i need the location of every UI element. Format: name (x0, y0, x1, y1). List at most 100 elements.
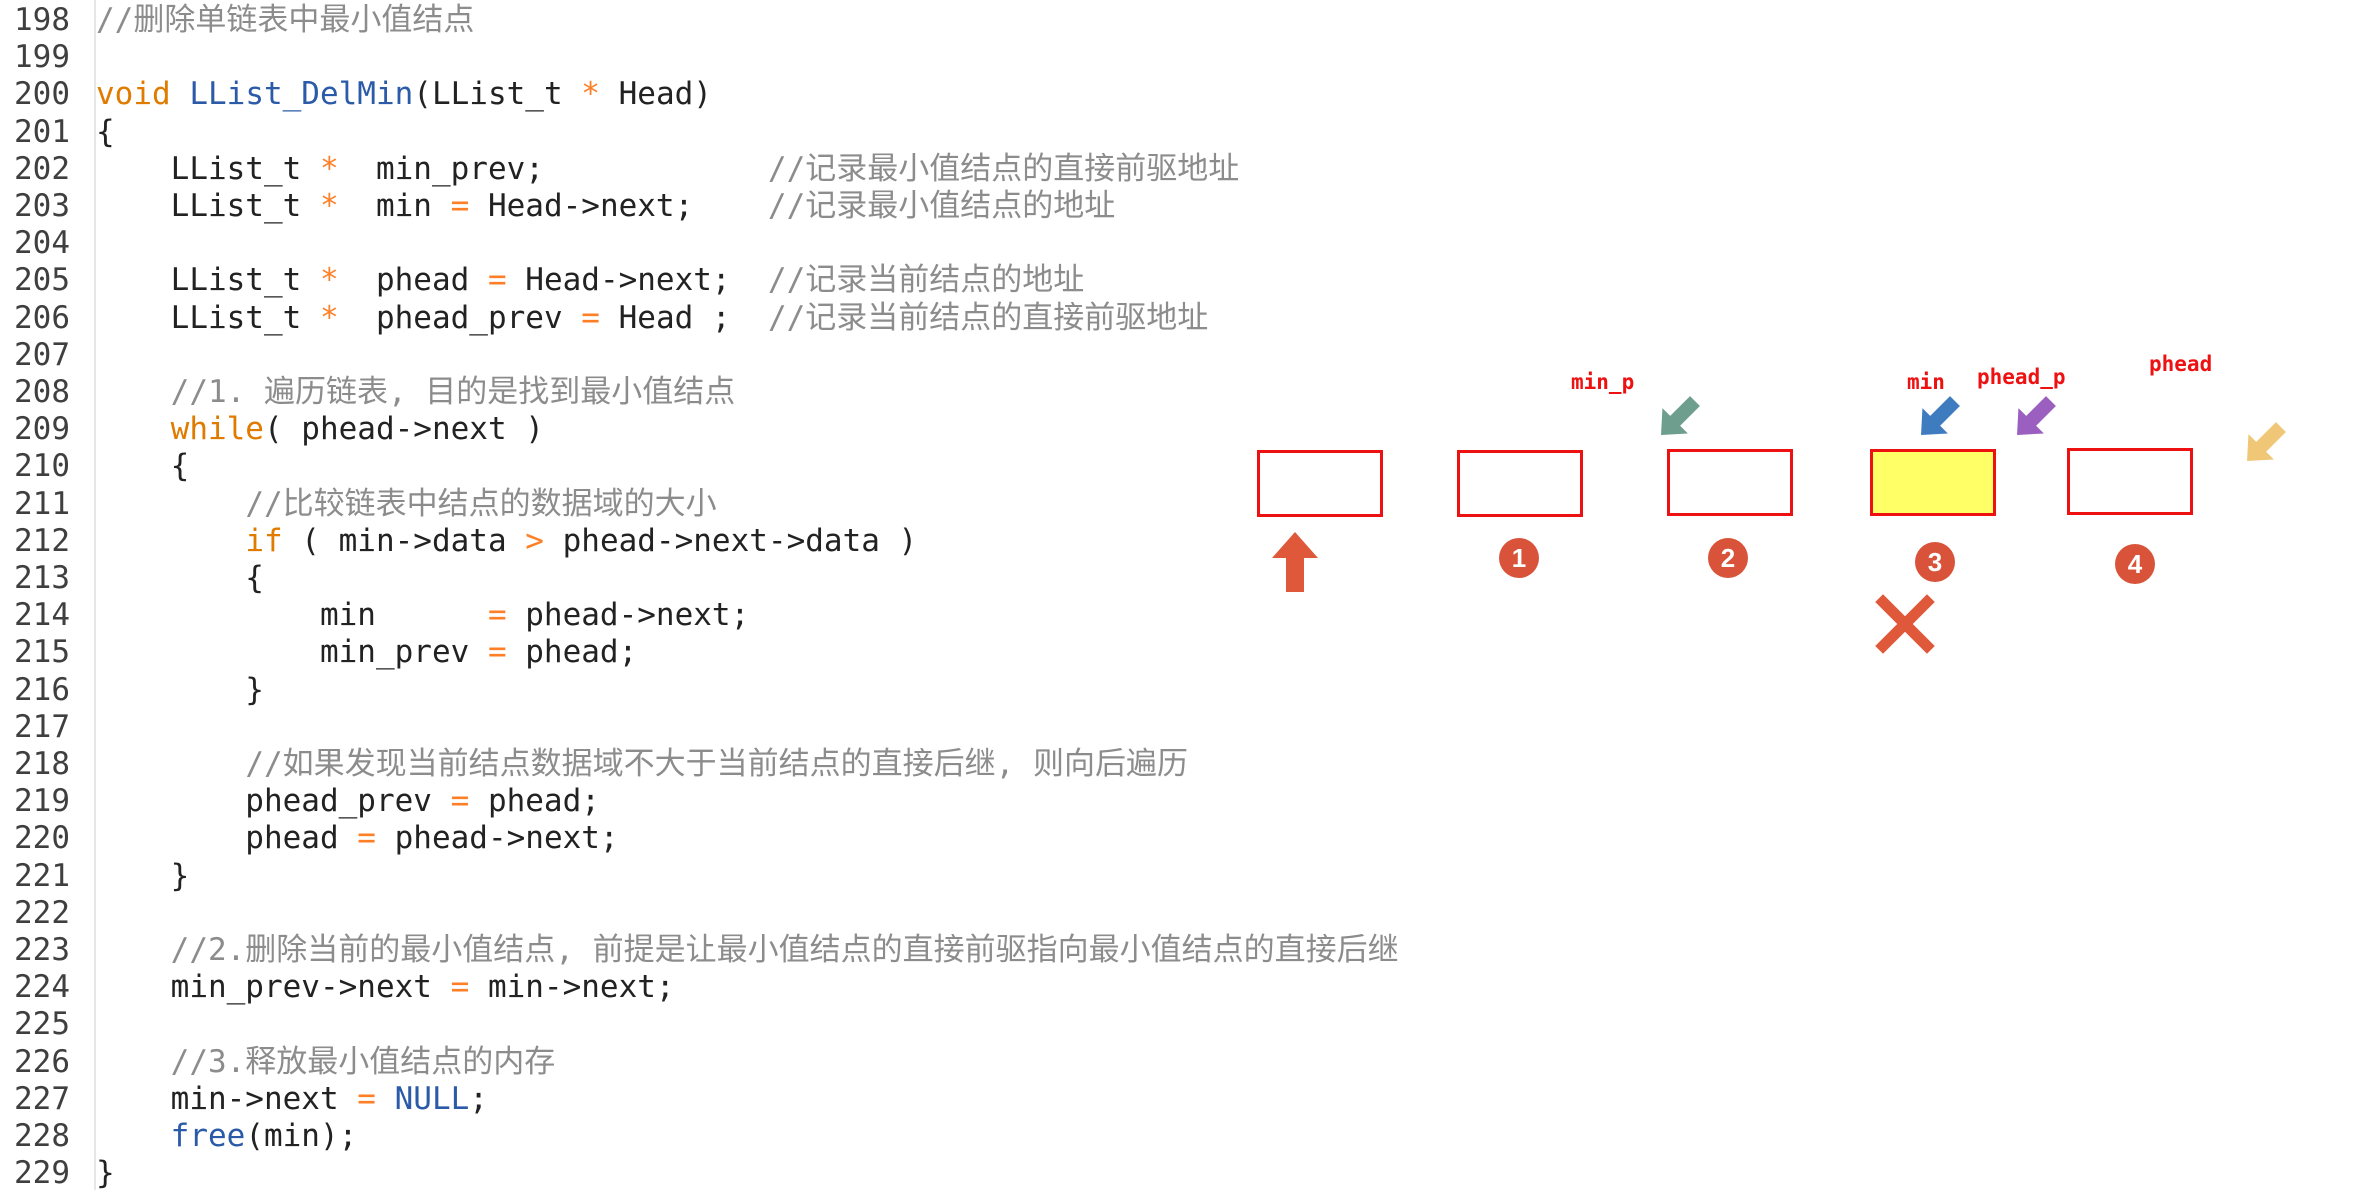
code-line[interactable]: 210 { (0, 448, 1450, 485)
code-text[interactable]: LList_t * phead_prev = Head ; //记录当前结点的直… (96, 299, 1209, 336)
code-text[interactable]: LList_t * phead = Head->next; //记录当前结点的地… (96, 262, 1085, 299)
code-line[interactable]: 216 } (0, 672, 1450, 709)
code-token: min_prev->next (96, 969, 451, 1006)
code-token: //删除单链表中最小值结点 (96, 2, 475, 38)
code-line[interactable]: 228 free(min); (0, 1118, 1450, 1155)
code-token: //记录当前结点的地址 (767, 262, 1085, 299)
code-text[interactable]: LList_t * min = Head->next; //记录最小值结点的地址 (96, 188, 1116, 224)
phead-p-arrow-icon (2017, 396, 2056, 435)
code-token: phead->next; (375, 820, 619, 857)
code-token: (LList_t (413, 76, 582, 113)
code-line[interactable]: 198 //删除单链表中最小值结点 (0, 2, 1450, 39)
code-text[interactable]: } (96, 672, 264, 708)
code-token: phead->next; (506, 597, 750, 634)
line-number: 203 (14, 188, 70, 224)
code-line[interactable]: 218 //如果发现当前结点数据域不大于当前结点的直接后继, 则向后遍历 (0, 746, 1450, 783)
code-text[interactable]: } (96, 858, 190, 894)
code-text[interactable]: //如果发现当前结点数据域不大于当前结点的直接后继, 则向后遍历 (96, 746, 1188, 782)
code-text[interactable]: //1. 遍历链表, 目的是找到最小值结点 (96, 374, 736, 410)
phead-p-label: phead_p (1977, 365, 2066, 389)
code-line[interactable]: 212 if ( min->data > phead->next->data ) (0, 523, 1450, 560)
line-number: 208 (14, 374, 70, 410)
code-token: free (170, 1118, 246, 1154)
code-token: phead; (506, 634, 638, 671)
code-token: if (245, 522, 283, 559)
code-text[interactable]: //3.释放最小值结点的内存 (96, 1044, 556, 1080)
code-line[interactable]: 208 //1. 遍历链表, 目的是找到最小值结点 (0, 374, 1450, 411)
code-line[interactable]: 227 min->next = NULL; (0, 1081, 1450, 1118)
code-line[interactable]: 211 //比较链表中结点的数据域的大小 (0, 486, 1450, 523)
code-line[interactable]: 207 (0, 337, 1450, 374)
line-number: 204 (14, 225, 70, 262)
code-line[interactable]: 202 LList_t * min_prev; //记录最小值结点的直接前驱地址 (0, 151, 1450, 188)
code-line[interactable]: 219 phead_prev = phead; (0, 783, 1450, 820)
code-text[interactable]: free(min); (96, 1118, 358, 1154)
code-line[interactable]: 213 { (0, 560, 1450, 597)
code-text[interactable]: } (96, 1155, 115, 1191)
code-token: Head->next; (469, 188, 768, 224)
code-line[interactable]: 214 min = phead->next; (0, 597, 1450, 634)
code-text[interactable]: min_prev->next = min->next; (96, 969, 675, 1005)
code-line[interactable]: 199 (0, 39, 1450, 76)
code-text[interactable]: { (96, 560, 264, 596)
code-line[interactable]: 215 min_prev = phead; (0, 634, 1450, 671)
code-token: = (450, 188, 470, 224)
gutter-divider (94, 0, 96, 1190)
code-token: = (487, 634, 507, 671)
up-arrow-icon (1272, 532, 1318, 592)
code-token: while (170, 411, 264, 448)
code-token (96, 1118, 171, 1154)
code-line[interactable]: 229} (0, 1155, 1450, 1192)
code-text[interactable]: { (96, 114, 115, 150)
code-line[interactable]: 205 LList_t * phead = Head->next; //记录当前… (0, 262, 1450, 299)
line-number: 215 (14, 634, 70, 671)
code-line[interactable]: 224 min_prev->next = min->next; (0, 969, 1450, 1006)
code-text[interactable]: { (96, 448, 190, 484)
code-token (96, 374, 171, 410)
line-number: 216 (14, 671, 70, 708)
code-token: //记录最小值结点的直接前驱地址 (767, 150, 1240, 187)
code-text[interactable]: //删除单链表中最小值结点 (96, 2, 474, 38)
line-number: 211 (14, 485, 70, 522)
code-token: { (96, 560, 264, 596)
code-token: = (357, 820, 376, 857)
list-node-2 (1667, 449, 1793, 516)
code-text[interactable]: min_prev = phead; (96, 634, 637, 670)
code-token (376, 1081, 395, 1117)
code-token: phead_prev (96, 783, 451, 820)
code-text[interactable]: phead = phead->next; (96, 820, 619, 857)
line-number: 225 (14, 1006, 70, 1043)
code-line[interactable]: 206 LList_t * phead_prev = Head ; //记录当前… (0, 300, 1450, 337)
line-number: 198 (14, 2, 70, 38)
code-line[interactable]: 226 //3.释放最小值结点的内存 (0, 1044, 1450, 1081)
code-line[interactable]: 222 (0, 895, 1450, 932)
code-line[interactable]: 203 LList_t * min = Head->next; //记录最小值结… (0, 188, 1450, 225)
list-node-4 (2067, 448, 2193, 515)
code-token: void (96, 76, 171, 113)
code-text[interactable]: //2.删除当前的最小值结点, 前提是让最小值结点的直接前驱指向最小值结点的直接… (96, 932, 1399, 968)
code-line[interactable]: 217 (0, 709, 1450, 746)
code-line[interactable]: 221 } (0, 858, 1450, 895)
code-text[interactable]: //比较链表中结点的数据域的大小 (96, 486, 716, 522)
code-text[interactable]: min->next = NULL; (96, 1081, 488, 1117)
code-line[interactable]: 225 (0, 1006, 1450, 1043)
code-line[interactable]: 201{ (0, 114, 1450, 151)
code-token: = (581, 299, 600, 336)
cross-mark-icon (1875, 594, 1935, 654)
code-text[interactable]: phead_prev = phead; (96, 783, 600, 819)
code-line[interactable]: 209 while( phead->next ) (0, 411, 1450, 448)
code-line[interactable]: 220 phead = phead->next; (0, 820, 1450, 857)
code-text[interactable]: LList_t * min_prev; //记录最小值结点的直接前驱地址 (96, 150, 1240, 187)
code-text[interactable]: if ( min->data > phead->next->data ) (96, 523, 917, 559)
code-line[interactable]: 223 //2.删除当前的最小值结点, 前提是让最小值结点的直接前驱指向最小值结… (0, 932, 1450, 969)
code-token: phead_prev (338, 299, 582, 336)
code-text[interactable]: while( phead->next ) (96, 411, 544, 447)
code-text[interactable]: min = phead->next; (96, 597, 749, 633)
code-text[interactable]: void LList_DelMin(LList_t * Head) (96, 76, 712, 112)
code-token: } (96, 1155, 115, 1192)
code-token: * (581, 76, 600, 113)
code-token: phead (96, 820, 358, 857)
code-line[interactable]: 204 (0, 225, 1450, 262)
